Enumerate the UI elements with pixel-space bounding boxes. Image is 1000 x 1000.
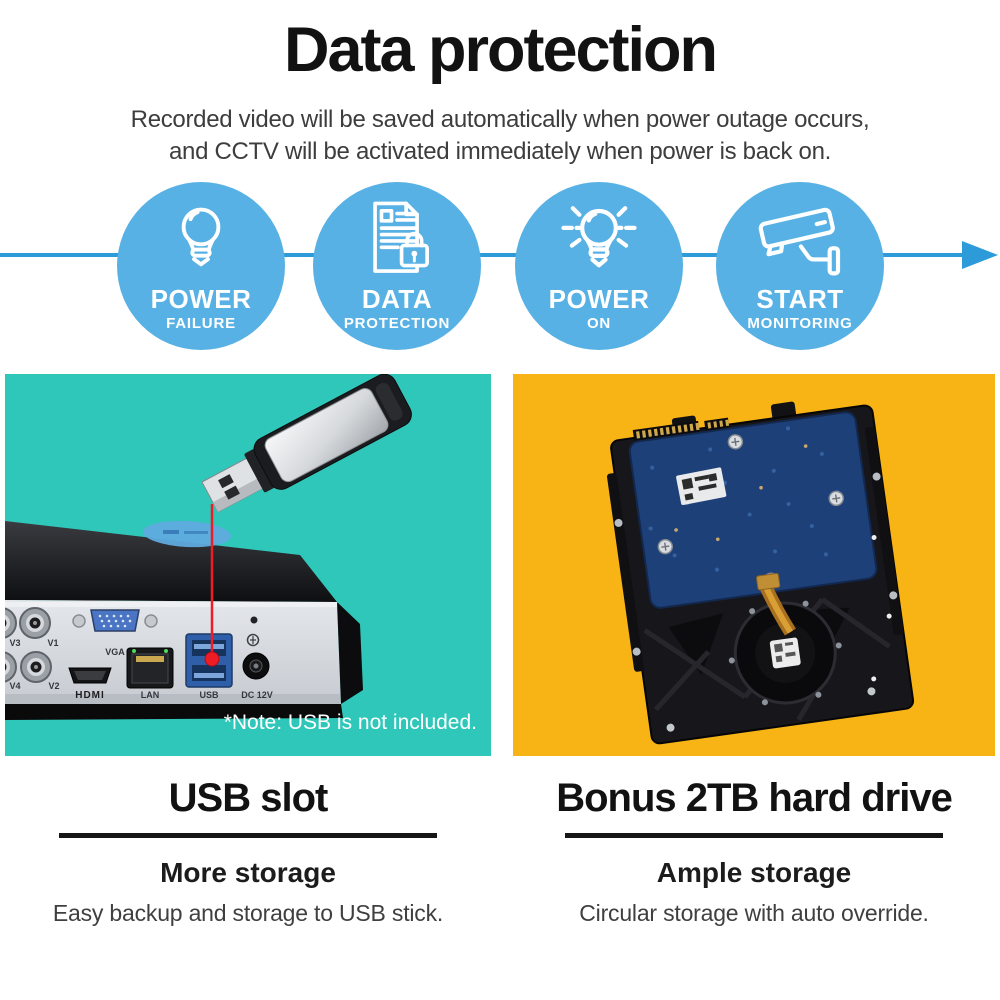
hdd-casting <box>643 534 892 732</box>
vga-port <box>72 609 158 632</box>
step-label-line2: ON <box>586 315 612 332</box>
port-label-v3: V3 <box>9 638 20 648</box>
usb-stick <box>201 374 412 513</box>
step-label-line1: DATA <box>361 284 433 314</box>
step-label-line2: MONITORING <box>747 315 853 332</box>
light-bulb-icon <box>117 194 285 286</box>
spindle-motor <box>728 600 842 706</box>
port-label-dc: DC 12V <box>241 690 273 700</box>
bnc-connectors <box>5 607 52 683</box>
dvr-device: V3 V1 V4 V2 VGA HDMI <box>5 520 363 720</box>
port-label-v2: V2 <box>48 681 59 691</box>
cctv-camera-icon <box>716 194 884 286</box>
lan-port <box>126 647 174 689</box>
step-label-line1: POWER <box>150 284 252 314</box>
port-label-usb: USB <box>199 690 219 700</box>
step-label-line1: START <box>756 284 844 314</box>
section-subheading: Ample storage <box>656 857 852 888</box>
section-subheading: More storage <box>160 857 336 888</box>
document-lock-icon <box>313 194 481 286</box>
usb-slot-photo-panel: V3 V1 V4 V2 VGA HDMI <box>5 374 491 756</box>
step-label-line1: POWER <box>548 284 650 314</box>
step-power-failure: POWER FAILURE <box>117 182 285 350</box>
flow-arrow-icon <box>962 241 998 269</box>
section-heading: Bonus 2TB hard drive <box>556 776 953 820</box>
hard-drive-photo-panel <box>513 374 995 756</box>
section-divider <box>59 833 437 838</box>
usb-slot-section: USB slot More storage Easy backup and st… <box>5 776 491 927</box>
hdd-device <box>607 401 915 745</box>
port-label-v1: V1 <box>47 638 58 648</box>
section-divider <box>565 833 943 838</box>
section-description: Easy backup and storage to USB stick. <box>52 900 444 926</box>
flex-cable <box>756 572 796 636</box>
step-label-line2: FAILURE <box>166 315 236 332</box>
page-subtitle: Recorded video will be saved automatical… <box>0 104 1000 168</box>
usb-note: *Note: USB is not included. <box>224 711 477 734</box>
step-data-protection: DATA PROTECTION <box>313 182 481 350</box>
dc-power-jack <box>242 616 270 680</box>
step-start-monitoring: START MONITORING <box>716 182 884 350</box>
port-label-v4: V4 <box>9 681 20 691</box>
page-title: Data protection <box>283 15 718 85</box>
hdmi-port <box>68 667 112 684</box>
port-label-lan: LAN <box>141 690 160 700</box>
hdd-qr-sticker <box>676 467 727 505</box>
port-label-vga: VGA <box>105 647 125 657</box>
light-bulb-rays-icon <box>515 194 683 286</box>
red-pointer-line <box>204 504 220 667</box>
port-label-hdmi: HDMI <box>75 690 105 701</box>
section-description: Circular storage with auto override. <box>579 900 929 926</box>
flow-line <box>0 253 964 257</box>
sata-connector <box>632 417 730 441</box>
hdd-pcb <box>628 411 878 609</box>
hard-drive-section: Bonus 2TB hard drive Ample storage Circu… <box>513 776 995 927</box>
section-heading: USB slot <box>168 776 329 820</box>
subtitle-line-1: Recorded video will be saved automatical… <box>130 106 870 133</box>
step-power-on: POWER ON <box>515 182 683 350</box>
step-label-line2: PROTECTION <box>343 315 451 332</box>
subtitle-line-2: and CCTV will be activated immediately w… <box>168 138 831 165</box>
